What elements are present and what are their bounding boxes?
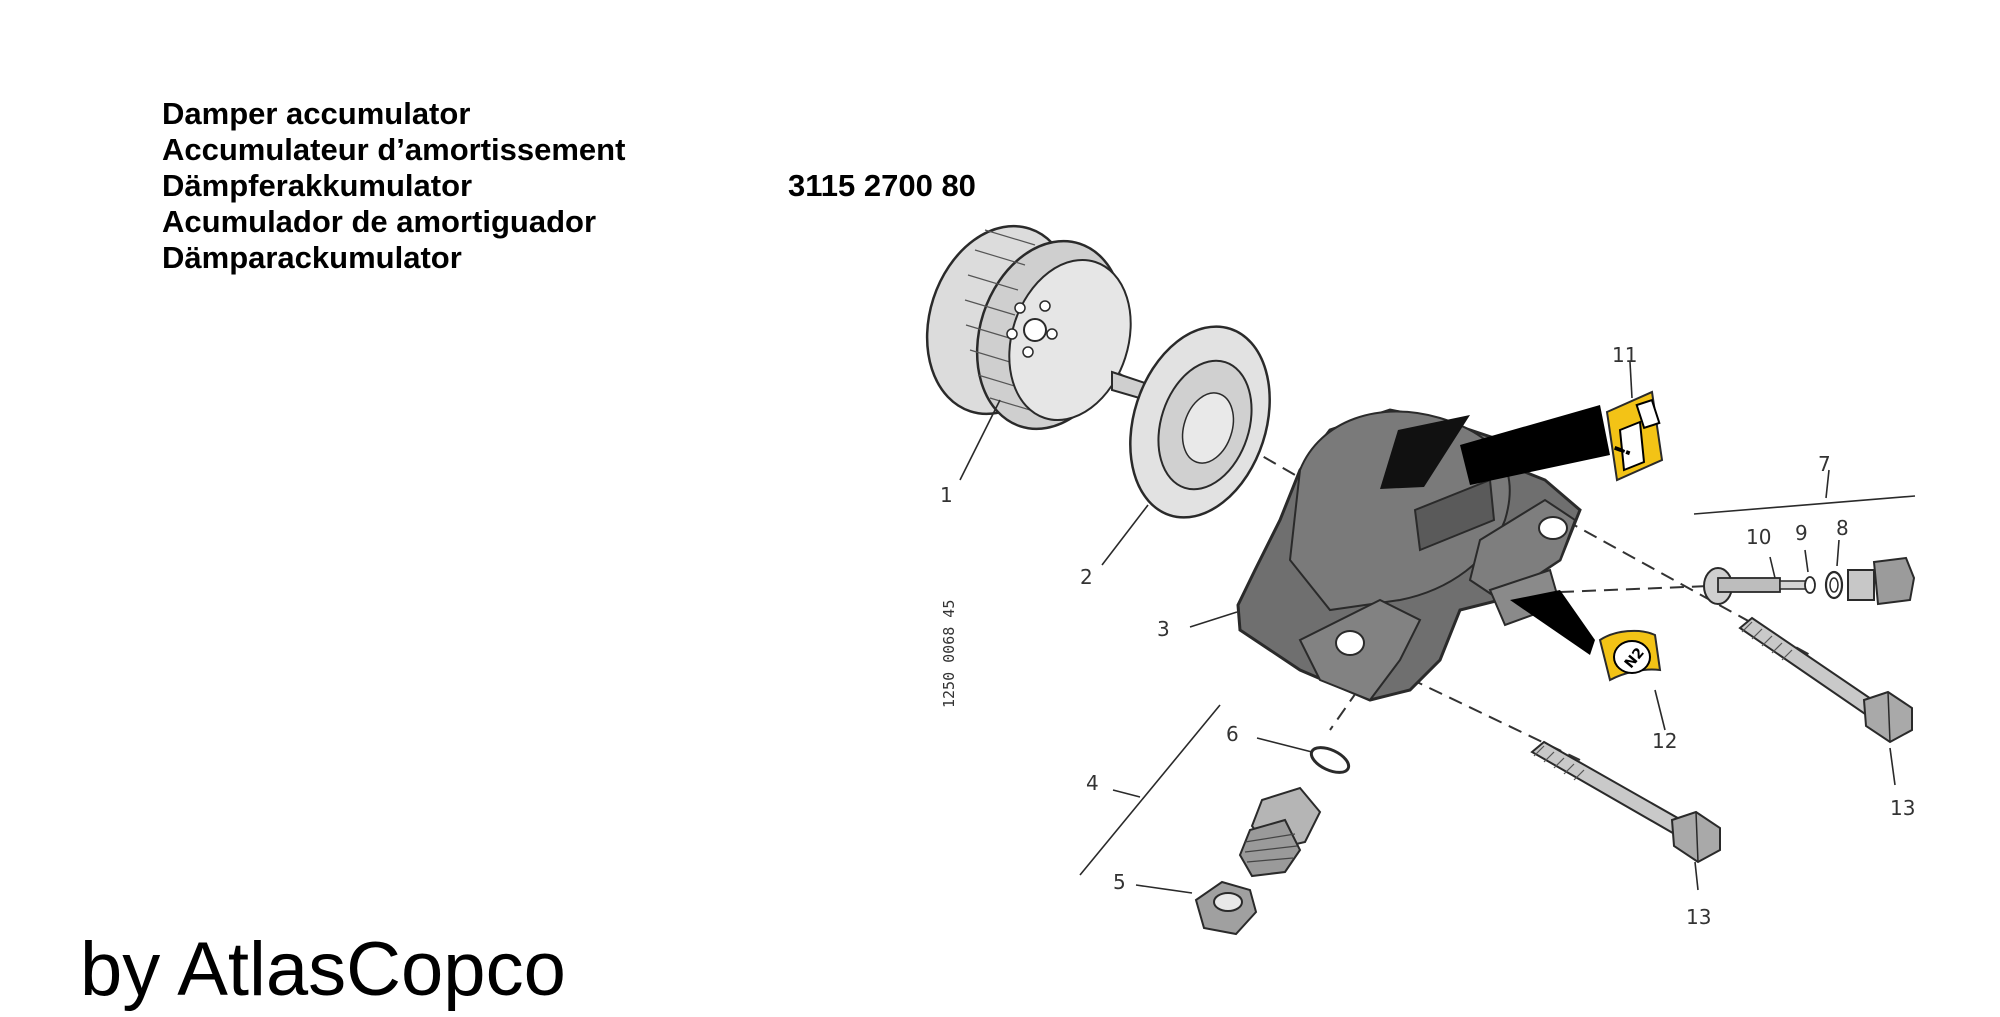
fitting-part-4 — [1238, 786, 1322, 878]
title-german: Dämpferakkumulator — [162, 168, 473, 203]
part-number: 3115 2700 80 — [788, 168, 976, 203]
leader-lines — [959, 361, 1916, 894]
callout-1: 1 — [940, 483, 953, 507]
callout-numbers: 1 2 3 4 5 6 7 8 9 10 11 12 13 13 — [940, 343, 1915, 929]
o-ring-part-6 — [1309, 746, 1351, 774]
callout-13-lower: 13 — [1686, 905, 1711, 929]
nut-part-5 — [1194, 880, 1258, 936]
callout-12: 12 — [1652, 729, 1677, 753]
callout-11: 11 — [1612, 343, 1637, 367]
title-swedish: Dämparackumulator — [162, 240, 462, 275]
callout-13-right: 13 — [1890, 796, 1915, 820]
drawing-number: 1250 0068 45 — [940, 600, 958, 708]
callout-2: 2 — [1080, 565, 1093, 589]
bolt-part-13-right — [1738, 616, 1913, 744]
title-spanish: Acumulador de amortiguador — [162, 204, 597, 239]
pulley-part-1 — [925, 224, 1132, 431]
brand-watermark: by AtlasCopco — [80, 927, 566, 1012]
callout-4: 4 — [1086, 771, 1099, 795]
warning-label-part-11: ! — [1380, 390, 1664, 489]
callout-9: 9 — [1795, 521, 1808, 545]
callout-10: 10 — [1746, 525, 1771, 549]
damper-flange-part-2 — [1111, 325, 1271, 519]
callout-6: 6 — [1226, 722, 1239, 746]
callout-3: 3 — [1157, 617, 1170, 641]
charging-valve-parts-8-9-10 — [1703, 556, 1916, 606]
bolt-part-13-lower — [1530, 740, 1721, 864]
callout-5: 5 — [1113, 870, 1126, 894]
accumulator-housing-part-3 — [1236, 408, 1582, 702]
callout-8: 8 — [1836, 516, 1849, 540]
title-french: Accumulateur d’amortissement — [162, 132, 626, 167]
title-block: Damper accumulator Accumulateur d’amorti… — [162, 96, 625, 276]
callout-7: 7 — [1818, 452, 1831, 476]
nitrogen-label-part-12: N2 — [1510, 590, 1662, 682]
title-english: Damper accumulator — [162, 96, 471, 131]
